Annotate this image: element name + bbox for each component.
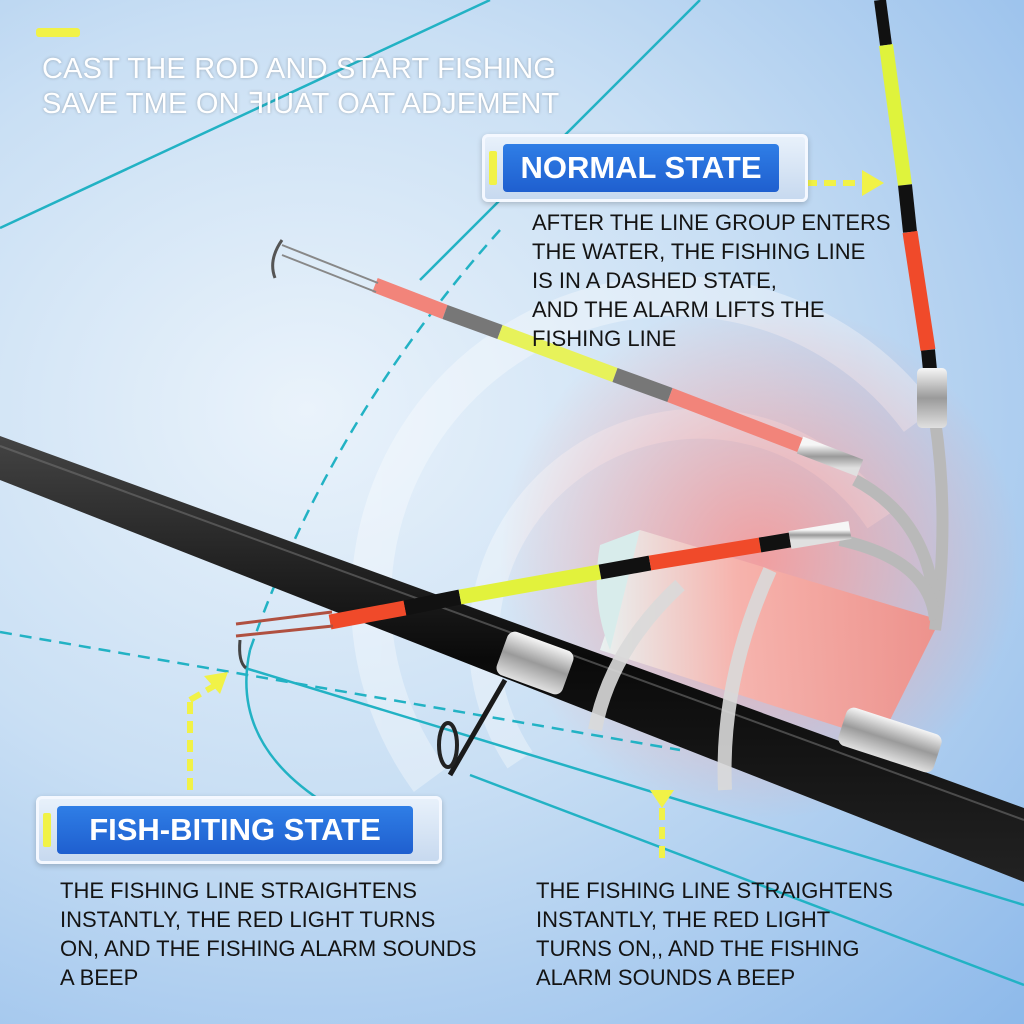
desc-line: AFTER THE LINE GROUP ENTERS (532, 210, 891, 235)
desc-line: THE FISHING LINE STRAIGHTENS (60, 878, 417, 903)
desc-line: A BEEP (60, 965, 139, 990)
desc-line: THE FISHING LINE STRAIGHTENS (536, 878, 893, 903)
normal-state-float (271, 239, 864, 477)
normal-state-description: AFTER THE LINE GROUP ENTERS THE WATER, T… (532, 208, 972, 353)
top-left-accent-mark (36, 28, 80, 37)
headline-line-2: SAVE TME ON ꟻIUAT OAT ADJEMENT (42, 87, 560, 120)
desc-line: INSTANTLY, THE RED LIGHT (536, 907, 831, 932)
arrow-head-down (650, 790, 674, 808)
desc-line: AND THE ALARM LIFTS THE (532, 297, 825, 322)
fish-biting-state-label: FISH-BITING STATE (57, 806, 413, 854)
desc-line: FISHING LINE (532, 326, 677, 351)
headline: CAST THE ROD AND START FISHING SAVE TME … (42, 52, 559, 122)
fish-biting-description-left: THE FISHING LINE STRAIGHTENS INSTANTLY, … (60, 876, 530, 992)
vertical-float (874, 0, 947, 428)
badge-accent-mark (489, 151, 497, 185)
biting-state-float (235, 521, 852, 670)
fish-biting-description-right: THE FISHING LINE STRAIGHTENS INSTANTLY, … (536, 876, 1006, 992)
arrow-head-right (862, 170, 884, 196)
arrow-head-up-right (204, 672, 228, 694)
desc-line: THE WATER, THE FISHING LINE (532, 239, 866, 264)
yellow-arrows (187, 180, 862, 865)
alarm-body (588, 530, 942, 791)
spring-arms (838, 419, 949, 631)
fish-biting-state-badge: FISH-BITING STATE (36, 796, 442, 864)
desc-line: IS IN A DASHED STATE, (532, 268, 777, 293)
rod-guide (437, 631, 574, 777)
desc-line: INSTANTLY, THE RED LIGHT TURNS (60, 907, 436, 932)
headline-line-1: CAST THE ROD AND START FISHING (42, 53, 557, 85)
normal-state-label: NORMAL STATE (503, 144, 779, 192)
badge-accent-mark (43, 813, 51, 847)
desc-line: ALARM SOUNDS A BEEP (536, 965, 796, 990)
desc-line: TURNS ON,, AND THE FISHING (536, 936, 860, 961)
normal-state-badge: NORMAL STATE (482, 134, 808, 202)
desc-line: ON, AND THE FISHING ALARM SOUNDS (60, 936, 477, 961)
